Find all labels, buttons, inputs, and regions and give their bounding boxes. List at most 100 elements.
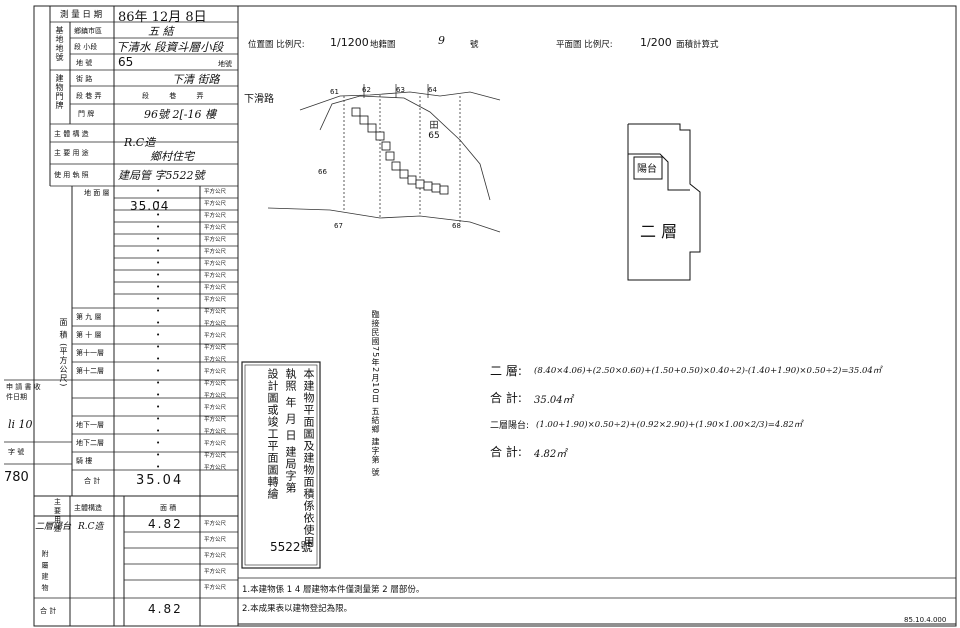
area-dot: • (156, 427, 161, 435)
calc-line1: (8.40×4.06)+(2.50×0.60)+(1.50+0.50)×0.40… (534, 366, 882, 376)
total-label: 合 計 (84, 477, 101, 485)
location-map-suffix: 地籍圖 (370, 40, 396, 50)
calc-line2: 35.04㎡ (534, 395, 573, 406)
area-dot: • (156, 331, 161, 339)
area-dot: • (156, 343, 161, 351)
area-unit: 平方公尺 (204, 321, 227, 327)
area-ground-label: 地 面 層 (84, 189, 110, 197)
area-unit: 平方公尺 (204, 405, 227, 411)
area-unit: 平方公尺 (204, 357, 227, 363)
area-dot: • (156, 295, 161, 303)
lot-label: 地 號 (76, 59, 93, 67)
appendix-total-value: 4.82 (148, 602, 183, 616)
area-unit: 平方公尺 (204, 309, 227, 315)
area-dot: • (156, 355, 161, 363)
area-unit: 平方公尺 (204, 297, 227, 303)
floor-label: 第十一層 (76, 349, 104, 357)
area-unit: 平方公尺 (204, 441, 227, 447)
note-2: 2.本成果表以建物登記為限。 (242, 604, 353, 614)
footer-code: 85.10.4.000 (904, 616, 947, 624)
stamp-text: 臨接民國75年2月10日 五結鄉 建字第 號 (371, 310, 380, 478)
township-value: 五 結 (148, 25, 174, 38)
appendix-col-area: 面 積 (160, 504, 177, 512)
area-dot: • (156, 247, 161, 255)
location-map-scale: 1/1200 (330, 36, 369, 49)
appendix-col-struct: 主體構造 (74, 504, 102, 512)
area-unit: 平方公尺 (204, 333, 227, 339)
calc-line4-label: 合 計: (490, 445, 522, 459)
area-dot: • (156, 187, 161, 195)
area-dot: • (156, 235, 161, 243)
note-1: 1.本建物係 1 4 層建物本件僅測量第 2 層部份。 (242, 585, 425, 595)
use-label: 主 要 用 途 (54, 149, 89, 157)
street-label: 街 路 (76, 75, 93, 83)
floor-plan-sketch (627, 123, 701, 281)
statement-col-3: 設計圖或竣工平面圖轉繪 (266, 368, 279, 500)
area-dot: • (156, 319, 161, 327)
permit-label: 使 用 執 照 (54, 171, 89, 179)
area-unit: 平方公尺 (204, 201, 227, 207)
building-footprint (351, 107, 449, 195)
use-value: 鄉村住宅 (150, 150, 194, 163)
area-dot: • (156, 259, 161, 267)
structure-label: 主 體 構 造 (54, 130, 89, 138)
word-no: 780 (4, 470, 29, 485)
area-unit: 平方公尺 (204, 273, 227, 279)
location-map-title: 位置圖 比例尺: (248, 40, 305, 50)
floor-label: 第 九 層 (76, 313, 102, 321)
neighbor-parcel-number: 62 (362, 86, 371, 94)
area-unit: 平方公尺 (204, 249, 227, 255)
statement-col-4: 5522號 (270, 540, 313, 554)
plan-suffix: 面積計算式 (676, 40, 719, 50)
lane-label: 段 巷 弄 (76, 92, 102, 100)
calc-line1-label: 二 層: (490, 364, 522, 378)
neighbor-parcel-number: 68 (452, 222, 461, 230)
appendix-unit: 平方公尺 (204, 585, 227, 591)
appendix-unit: 平方公尺 (204, 537, 227, 543)
statement-col-1: 本建物平面圖及建物面積係依使用 (302, 368, 315, 548)
first-area-value: 35.04 (130, 199, 170, 213)
area-unit: 平方公尺 (204, 345, 227, 351)
statement-col-2: 執照 年 月 日 建局字第 (284, 368, 297, 494)
area-unit: 平方公尺 (204, 213, 227, 219)
area-unit: 平方公尺 (204, 285, 227, 291)
plan-balcony: 陽台 (637, 164, 657, 175)
survey-date-label: 測 量 日 期 (60, 10, 103, 20)
area-unit: 平方公尺 (204, 465, 227, 471)
land-section-label: 基地地號 (55, 26, 64, 62)
neighbor-parcel-number: 64 (428, 86, 437, 94)
neighbor-parcel-number: 63 (396, 86, 405, 94)
neighbor-parcel-number: 67 (334, 222, 343, 230)
calc-line4: 4.82㎡ (534, 449, 567, 460)
neighbor-parcel-number: 66 (318, 168, 327, 176)
area-unit: 平方公尺 (204, 237, 227, 243)
area-unit: 平方公尺 (204, 369, 227, 375)
area-dot: • (156, 403, 161, 411)
appendix-col-use: 主 要 用 途 (54, 498, 61, 533)
calc-line3: (1.00+1.90)×0.50÷2)+(0.92×2.90)+(1.90×1.… (536, 420, 803, 430)
lane-value: 段 巷 弄 (142, 92, 204, 100)
area-dot: • (156, 271, 161, 279)
parcel-label: 田 65 (428, 121, 440, 141)
calc-line2-label: 合 計: (490, 391, 522, 405)
area-dot: • (156, 223, 161, 231)
area-unit: 平方公尺 (204, 261, 227, 267)
permit-value: 建局管 字5522號 (118, 169, 205, 182)
location-map-sheet: 9 (438, 34, 445, 47)
area-dot: • (156, 283, 161, 291)
plan-scale: 1/200 (640, 36, 672, 49)
lot-unit: 地號 (218, 60, 232, 68)
door-value: 96號 2[-16 樓 (144, 108, 216, 121)
appendix-unit: 平方公尺 (204, 569, 227, 575)
appendix-side-label: 附 屬 建 物 (41, 550, 49, 592)
area-dot: • (156, 415, 161, 423)
area-unit: 平方公尺 (204, 189, 227, 195)
door-label: 門 牌 (78, 110, 95, 118)
door-section-label: 建物門牌 (55, 74, 64, 110)
lot-value: 65 (118, 55, 134, 69)
area-dot: • (156, 379, 161, 387)
area-dot: • (156, 367, 161, 375)
floor-label: 地下一層 (76, 421, 104, 429)
word-label: 字 號 (8, 448, 25, 456)
